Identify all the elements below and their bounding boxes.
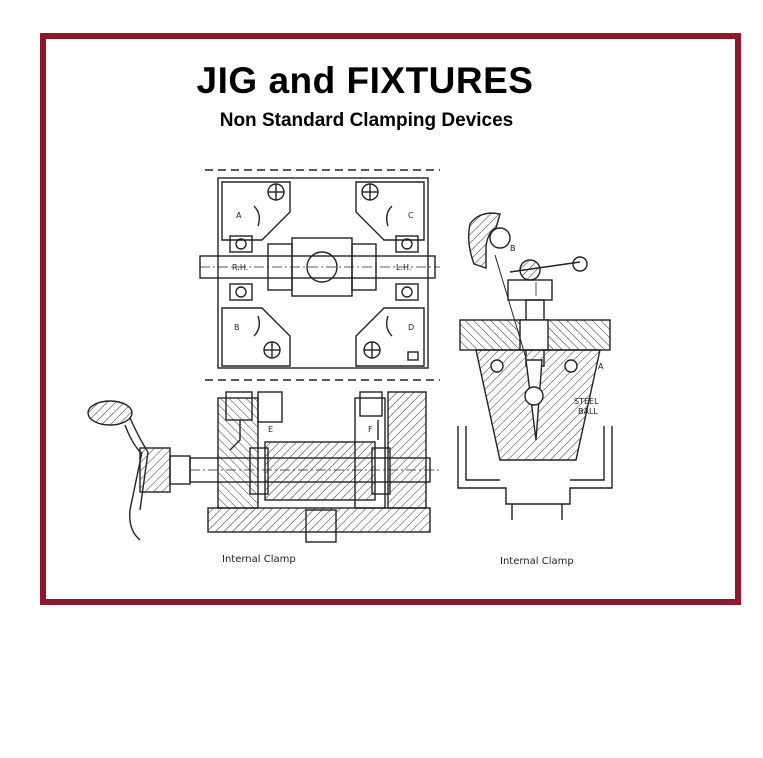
label-right-b: B — [510, 244, 516, 253]
label-rh: R.H. — [232, 263, 248, 272]
right-figure-labels: B A STEEL BALL — [510, 244, 604, 416]
title-text: JIG and FIXTURES — [196, 60, 534, 101]
label-c: C — [408, 211, 414, 220]
label-e: E — [268, 425, 273, 434]
label-b: B — [234, 323, 240, 332]
left-plan-labels: A B C D R.H. L.H. — [232, 211, 414, 332]
page-title: JIG and FIXTURES — [0, 60, 730, 102]
right-figure-drawing — [457, 212, 613, 520]
left-plan-view — [199, 169, 440, 381]
label-f: F — [368, 425, 373, 434]
left-elevation-labels: E F — [268, 425, 373, 434]
left-elevation-view — [87, 391, 440, 543]
label-d: D — [408, 323, 414, 332]
label-ball: BALL — [578, 407, 598, 416]
label-a: A — [236, 211, 242, 220]
label-right-a: A — [598, 362, 604, 371]
left-caption: Internal Clamp — [222, 554, 296, 565]
right-caption: Internal Clamp — [500, 556, 574, 567]
page-subtitle: Non Standard Clamping Devices — [219, 110, 514, 131]
label-steel: STEEL — [574, 397, 599, 406]
label-lh: L.H. — [396, 263, 411, 272]
